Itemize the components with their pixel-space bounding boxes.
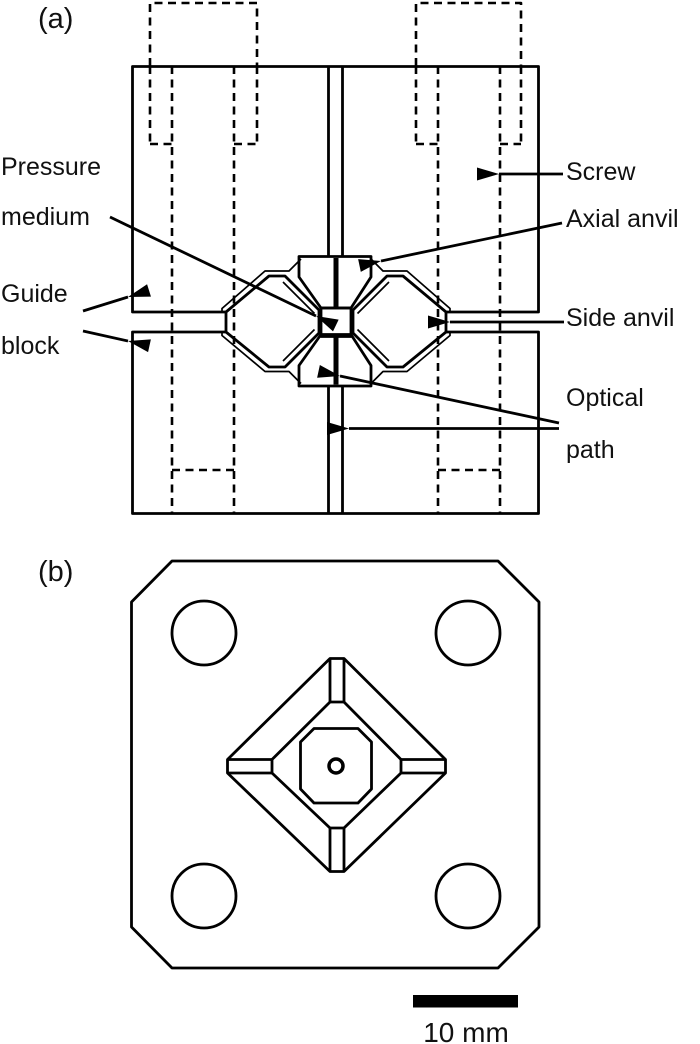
scale-bar bbox=[413, 995, 518, 1008]
guide-block-arrow-lower bbox=[82, 329, 151, 353]
screw-left-dashed bbox=[148, 1, 259, 514]
anvil-diamond-inner bbox=[271, 701, 402, 830]
panel-a-tag: (a) bbox=[38, 3, 74, 35]
screw-right-shaft bbox=[436, 66, 502, 514]
label-side-anvil: Side anvil bbox=[566, 304, 675, 332]
gasket-right-bottom bbox=[370, 332, 451, 385]
label-optical-path-line1: Optical bbox=[566, 384, 644, 412]
label-screw: Screw bbox=[566, 158, 636, 186]
pressure-medium-cube bbox=[319, 306, 353, 338]
screw-hole-bottom-left bbox=[170, 862, 238, 930]
label-pressure-medium-line1: Pressure bbox=[1, 153, 102, 181]
anvil-slot-bottom bbox=[328, 826, 346, 872]
scale-bar-label: 10 mm bbox=[423, 1017, 509, 1044]
screw-hole-bottom-right bbox=[434, 862, 502, 930]
screw-right-head bbox=[414, 1, 523, 66]
pressure-medium-arrow bbox=[109, 215, 339, 332]
gasket-octagon bbox=[299, 727, 373, 805]
gasket-lines bbox=[221, 258, 451, 385]
label-guide-block-line1: Guide bbox=[1, 280, 68, 308]
axial-anvil-arrow bbox=[358, 221, 563, 272]
sample-hole bbox=[327, 757, 345, 775]
panel-b-tag: (b) bbox=[38, 556, 74, 588]
anvil-slot-right bbox=[399, 758, 446, 775]
callout-arrows bbox=[82, 167, 564, 435]
anvil-slot-top bbox=[328, 658, 346, 704]
guide-block-bottom-half bbox=[131, 330, 540, 515]
anvil-slot-left bbox=[227, 758, 274, 775]
gasket-left-top bbox=[221, 258, 302, 312]
screw-left-counterbore bbox=[148, 66, 259, 146]
guide-block-top-half bbox=[131, 65, 540, 314]
screw-right-counterbore bbox=[414, 66, 523, 146]
panel-a-drawing bbox=[82, 1, 564, 515]
screw-right-dashed bbox=[414, 1, 523, 514]
optical-path-channel bbox=[327, 66, 344, 514]
plate-outline bbox=[130, 559, 541, 970]
guide-block-arrow-upper bbox=[82, 284, 151, 313]
label-pressure-medium-line2: medium bbox=[1, 203, 90, 231]
screw-left-head bbox=[148, 1, 259, 66]
gasket-left-bottom bbox=[221, 332, 302, 385]
gasket-tip-lines bbox=[282, 281, 390, 362]
optical-path-arrow-anvil bbox=[317, 365, 560, 425]
screw-left-shaft bbox=[170, 66, 236, 514]
anvil-diamond-outer bbox=[226, 657, 447, 873]
side-anvil-right bbox=[351, 274, 448, 369]
label-optical-path-line2: path bbox=[566, 436, 615, 464]
side-anvil-left bbox=[224, 274, 321, 369]
label-axial-anvil: Axial anvil bbox=[566, 205, 679, 233]
label-guide-block-line2: block bbox=[1, 332, 60, 360]
screw-hole-top-left bbox=[170, 599, 238, 667]
panel-b-drawing bbox=[130, 559, 541, 1008]
screw-hole-top-right bbox=[434, 599, 502, 667]
